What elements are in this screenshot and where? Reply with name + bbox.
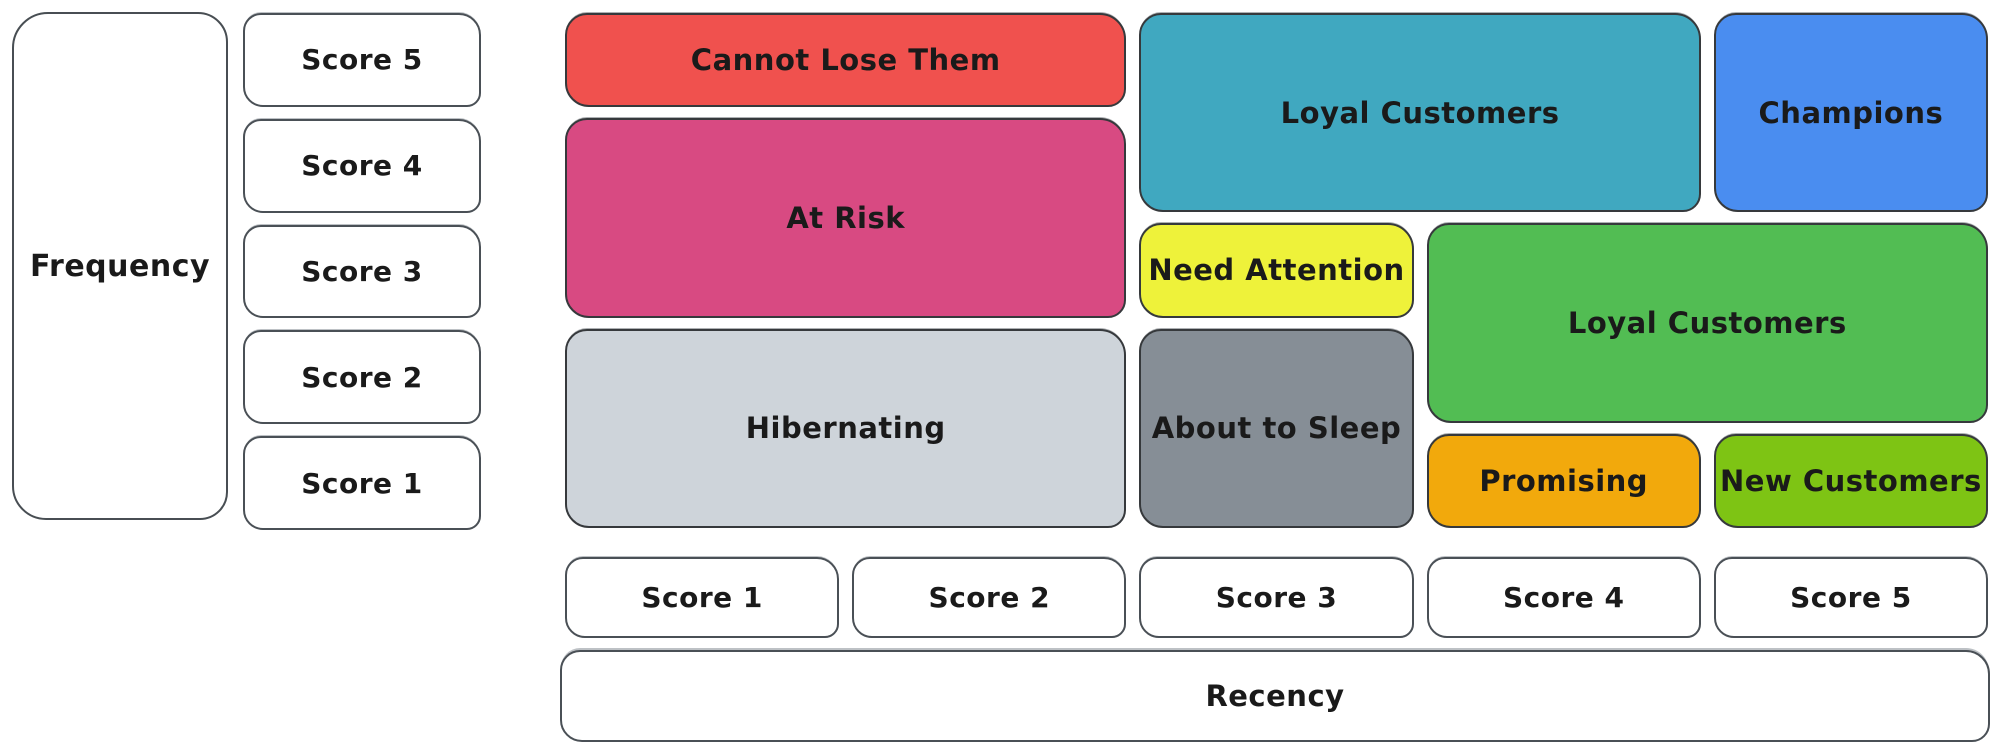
recency-score-box-5: Score 5 — [1713, 557, 1989, 638]
segment-loyal-customers-top: Loyal Customers — [1139, 13, 1701, 213]
segment-champions: Champions — [1713, 13, 1988, 213]
recency-score-box-4: Score 4 — [1426, 557, 1701, 638]
segment-loyal-customers-right: Loyal Customers — [1426, 223, 1988, 423]
frequency-score-box-5: Score 1 — [243, 436, 481, 530]
frequency-score-box-2: Score 4 — [243, 118, 481, 213]
segment-new-customers: New Customers — [1713, 433, 1988, 528]
segment-need-attention: Need Attention — [1139, 223, 1414, 318]
recency-axis-label: Recency — [560, 650, 1990, 742]
frequency-score-column: Score 5 Score 4 Score 3 Score 2 Score 1 — [243, 13, 481, 530]
frequency-axis-label: Frequency — [12, 12, 228, 520]
recency-score-box-3: Score 3 — [1139, 557, 1414, 638]
segment-about-to-sleep: About to Sleep — [1139, 328, 1414, 528]
frequency-score-box-1: Score 5 — [243, 13, 481, 107]
segment-hibernating: Hibernating — [565, 328, 1127, 528]
segment-cannot-lose-them: Cannot Lose Them — [565, 13, 1127, 108]
frequency-score-box-3: Score 3 — [243, 224, 481, 319]
recency-score-box-2: Score 2 — [852, 557, 1127, 638]
segment-promising: Promising — [1426, 433, 1701, 528]
segment-at-risk: At Risk — [565, 118, 1127, 318]
frequency-score-box-4: Score 2 — [243, 330, 481, 425]
recency-score-box-1: Score 1 — [565, 557, 840, 638]
